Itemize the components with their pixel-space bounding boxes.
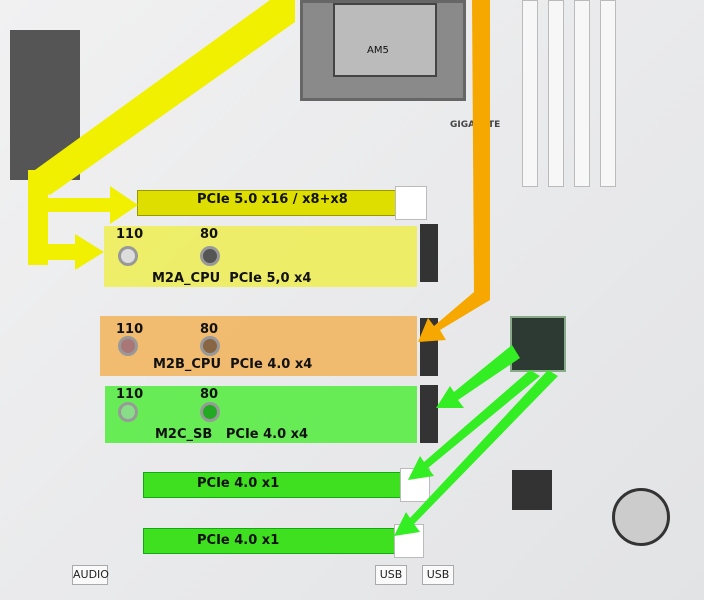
standoff-110 [118,246,138,266]
m2c-label: M2C_SB PCIe 4.0 x4 [155,427,309,442]
super-io-chip [512,470,552,510]
pcie-x1-1-label: PCIe 4.0 x1 [197,476,280,491]
m2a-area [104,226,417,287]
standoff-110 [118,336,138,356]
chipset [510,316,566,372]
m2b-area [100,316,417,376]
m2a-label: M2A_CPU PCIe 5,0 x4 [152,271,312,286]
pcie-x1-slot-2 [143,528,395,554]
dimm-slot [522,0,538,187]
socket-label: AM5 [367,45,389,56]
m2a-110-label: 110 [116,227,144,242]
m2c-80-label: 80 [200,387,219,402]
cpu-yellow-arrows [28,0,295,270]
m2b-label: M2B_CPU PCIe 4.0 x4 [153,357,313,372]
pcie-x1-slot-1 [143,472,401,498]
standoff-80 [200,246,220,266]
audio-header: AUDIO [72,565,109,585]
m2b-110-label: 110 [116,322,144,337]
standoff-80 [200,336,220,356]
chipset-green-arrows [394,345,558,536]
pcie-x16-slot [137,190,396,216]
m2-connector [420,385,438,443]
dimm-slot [548,0,564,187]
cpu-orange-arrow [418,0,490,342]
pcie-x16-label: PCIe 5.0 x16 / x8+x8 [197,192,348,207]
m2-connector [420,224,438,282]
dimm-slot [574,0,590,187]
slot-latch [395,186,427,220]
standoff-110 [118,402,138,422]
m2c-110-label: 110 [116,387,144,402]
m2a-80-label: 80 [200,227,219,242]
dimm-slot [600,0,616,187]
cpu-socket: AM5 [300,0,466,101]
m2c-area [105,386,417,443]
usb-header-2: USB [375,565,407,585]
usb-header-1: USB [422,565,454,585]
standoff-80 [200,402,220,422]
cmos-battery [612,488,670,546]
m2b-80-label: 80 [200,322,219,337]
pcie-x1-2-label: PCIe 4.0 x1 [197,533,280,548]
